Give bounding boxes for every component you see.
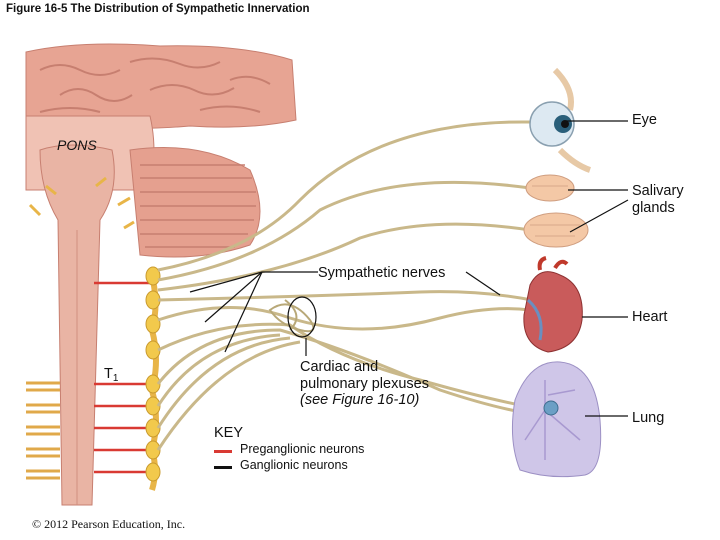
heart-illustration: [523, 256, 583, 353]
label-sympathetic-nerves: Sympathetic nerves: [318, 265, 446, 281]
label-plexuses: Cardiac and pulmonary plexuses (see Figu…: [300, 359, 429, 409]
label-t1: T1: [104, 366, 118, 385]
t1-subscript: 1: [112, 373, 119, 384]
label-heart: Heart: [632, 309, 668, 325]
leader-lines: [189, 120, 629, 417]
key-title: KEY: [214, 425, 244, 441]
salivary-glands-illustration: [523, 174, 589, 248]
t1-letter: T: [104, 366, 113, 382]
preganglionic-fibers: [94, 281, 152, 474]
cranial-nerve-stubs: [28, 176, 135, 230]
key-preganglionic-swatch: [214, 450, 232, 453]
cerebellum-folia: [140, 164, 256, 248]
salivary-line-2: glands: [632, 199, 675, 216]
key-legend: KEY Preganglionic neurons Ganglionic neu…: [208, 421, 433, 481]
copyright-notice: © 2012 Pearson Education, Inc.: [32, 517, 186, 531]
plexuses-line-1: Cardiac and: [300, 359, 379, 375]
key-preganglionic-label: Preganglionic neurons: [240, 442, 365, 456]
label-pons: PONS: [57, 137, 97, 153]
figure-title: Figure 16-5 The Distribution of Sympathe…: [6, 3, 310, 15]
spinal-nerve-roots: [26, 381, 60, 480]
sympathetic-nerve-paths: [156, 120, 546, 451]
plexus-network: [268, 299, 315, 333]
label-eye: Eye: [632, 112, 657, 128]
cerebrum-gyri: [39, 57, 271, 113]
plexus-highlight-ring: [287, 296, 317, 338]
label-salivary-glands: Salivary glands: [632, 183, 684, 216]
key-ganglionic-swatch: [214, 466, 232, 469]
eye-illustration: [529, 67, 592, 173]
cerebellum: [129, 147, 261, 258]
plexuses-line-2: pulmonary plexuses: [300, 375, 429, 392]
key-ganglionic-label: Ganglionic neurons: [240, 458, 348, 472]
lung-illustration: [511, 361, 602, 478]
salivary-line-1: Salivary: [632, 183, 684, 199]
label-lung: Lung: [632, 410, 665, 426]
plexuses-line-3: (see Figure 16-10): [300, 392, 420, 409]
